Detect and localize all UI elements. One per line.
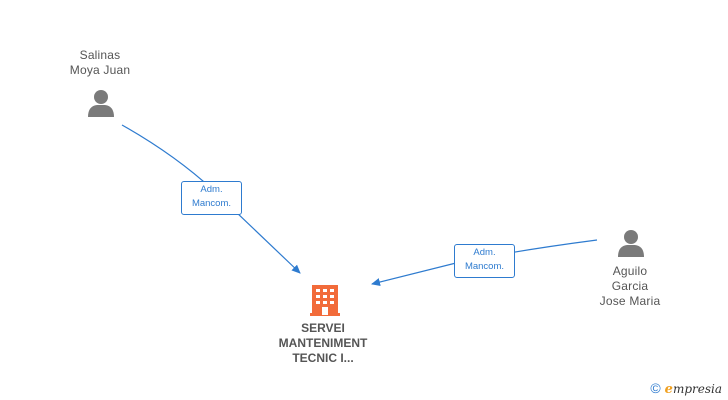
edge-label-right[interactable]: Adm. Mancom. — [454, 244, 515, 278]
person-name-line2: Garcia — [611, 279, 649, 293]
person-icon[interactable] — [86, 88, 116, 118]
edge-label-line2: Mancom. — [464, 261, 505, 272]
person-icon[interactable] — [616, 228, 646, 258]
company-name-line1: SERVEI — [301, 321, 345, 335]
company-name-line3: TECNIC I... — [292, 351, 354, 365]
person-name-line3: Jose Maria — [599, 294, 661, 308]
person-name-line1: Aguilo — [612, 264, 648, 278]
edge-label-line1: Adm. — [200, 184, 223, 195]
brand-name: mpresia — [672, 382, 722, 396]
edge-label-line2: Mancom. — [191, 198, 232, 209]
company-node-name[interactable]: SERVEI MANTENIMENT TECNIC I... — [253, 321, 393, 366]
brand-logo: ©empresia — [650, 380, 722, 397]
person-node-salinas[interactable]: Salinas Moya Juan — [48, 48, 152, 78]
edge-label-line1: Adm. — [473, 247, 496, 258]
building-icon[interactable] — [310, 283, 340, 317]
copyright-icon: © — [650, 380, 661, 396]
person-node-aguilo[interactable]: Aguilo Garcia Jose Maria — [580, 264, 680, 309]
company-name-line2: MANTENIMENT — [278, 336, 368, 350]
brand-initial: e — [664, 382, 673, 397]
edge-label-top[interactable]: Adm. Mancom. — [181, 181, 242, 215]
person-name-line1: Salinas — [79, 48, 121, 62]
person-name-line2: Moya Juan — [69, 63, 131, 77]
